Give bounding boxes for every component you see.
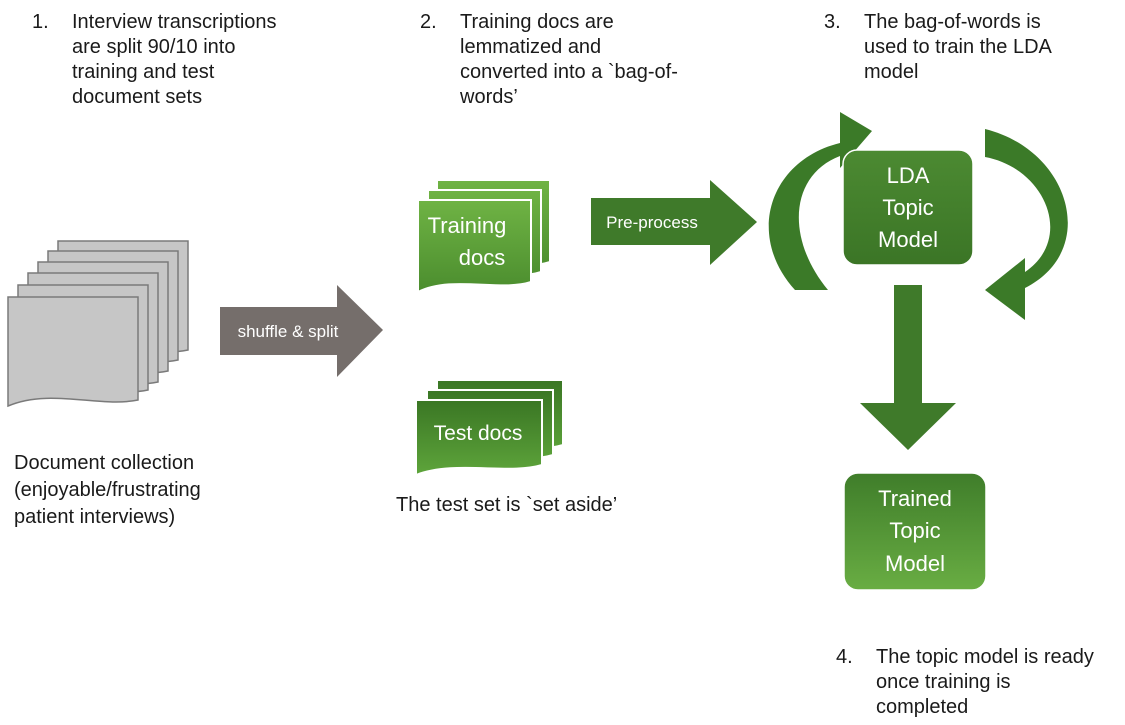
step-4-text: 4. The topic model is ready once trainin… bbox=[836, 645, 1121, 723]
test-docs-label: Test docs bbox=[434, 422, 523, 445]
training-docs-label-line1: Training bbox=[428, 213, 507, 238]
training-docs-label-line2: docs bbox=[459, 245, 505, 270]
document-collection-caption: Document collection (enjoyable/frustrati… bbox=[14, 452, 201, 528]
step-4-description: The topic model is ready once training i… bbox=[876, 646, 1094, 718]
document-stack-icon bbox=[7, 240, 189, 408]
shuffle-split-arrow bbox=[220, 285, 383, 377]
lda-box-label-line1: LDA bbox=[887, 163, 930, 188]
step-3-description: The bag-of-words is used to train the LD… bbox=[864, 11, 1052, 83]
training-docs-icon bbox=[417, 179, 551, 294]
step-2-description: Training docs are lemmatized and convert… bbox=[460, 11, 678, 108]
down-arrow bbox=[860, 285, 956, 450]
test-set-caption: The test set is `set aside’ bbox=[396, 494, 618, 516]
step-3-text: 3. The bag-of-words is used to train the… bbox=[824, 10, 1114, 90]
trained-box-label-line1: Trained bbox=[878, 486, 952, 511]
test-docs-icon bbox=[415, 379, 564, 477]
loop-arrow-right bbox=[985, 129, 1068, 320]
step-2-number: 2. bbox=[420, 11, 437, 33]
step-1-text: 1. Interview transcriptions are split 90… bbox=[32, 10, 332, 115]
lda-box-label-line2: Topic bbox=[882, 195, 933, 220]
trained-box-label-line2: Topic bbox=[889, 518, 940, 543]
lda-topic-model-box bbox=[842, 149, 974, 266]
preprocess-label: Pre-process bbox=[606, 213, 698, 232]
step-1-description: Interview transcriptions are split 90/10… bbox=[72, 11, 277, 108]
step-2-text: 2. Training docs are lemmatized and conv… bbox=[420, 10, 740, 115]
lda-box-label-line3: Model bbox=[878, 227, 938, 252]
step-4-number: 4. bbox=[836, 646, 853, 668]
trained-box-label-line3: Model bbox=[885, 551, 945, 576]
shuffle-split-label: shuffle & split bbox=[238, 322, 339, 341]
step-3-number: 3. bbox=[824, 11, 841, 33]
trained-topic-model-box bbox=[843, 472, 987, 591]
preprocess-arrow bbox=[591, 180, 757, 265]
step-1-number: 1. bbox=[32, 11, 49, 33]
